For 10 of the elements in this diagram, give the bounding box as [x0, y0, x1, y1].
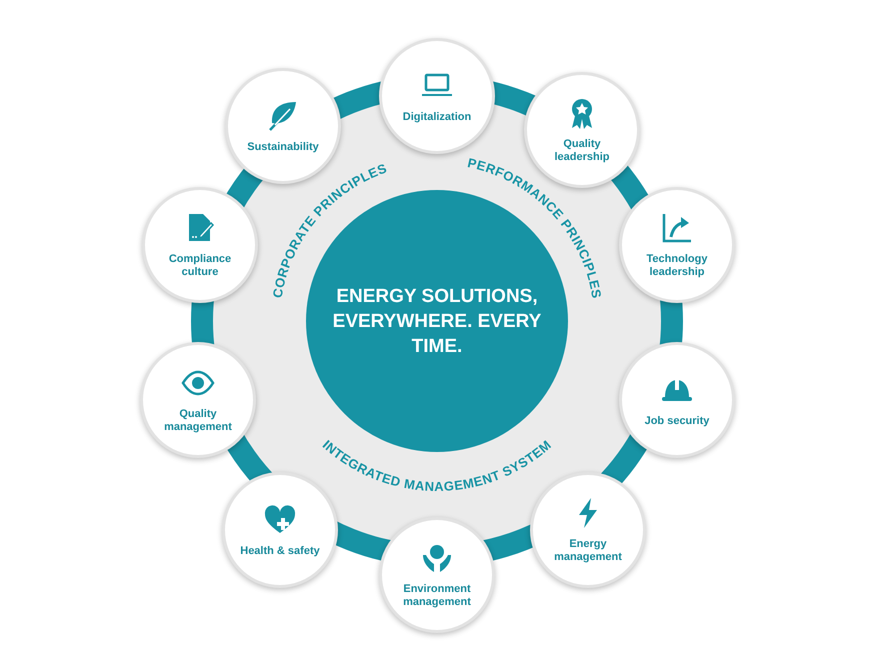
topic-label: Energy management: [553, 538, 623, 564]
topic-label: Compliance culture: [168, 253, 232, 279]
topic-label: Job security: [644, 414, 710, 428]
topic-label: Digitalization: [402, 110, 472, 124]
topic-label: Environment management: [402, 583, 472, 609]
topic-label: Health & safety: [240, 544, 320, 558]
topic-label: Technology leadership: [646, 253, 708, 279]
topic-label: Quality management: [163, 408, 233, 434]
slogan-text: ENERGY SOLUTIONS, EVERYWHERE. EVERY TIME.: [332, 284, 542, 358]
topic-label: Sustainability: [247, 140, 319, 154]
